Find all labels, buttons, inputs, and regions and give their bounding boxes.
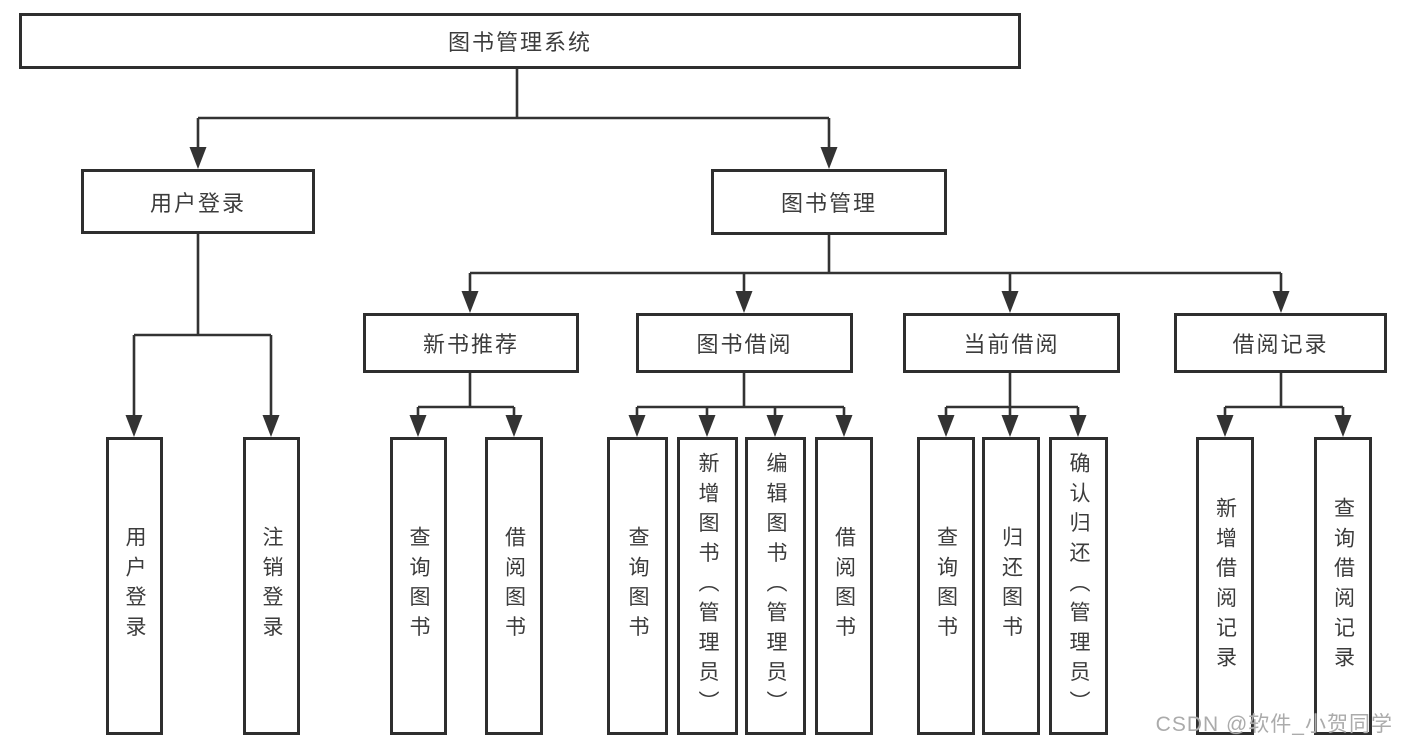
- leaf-query-books-recommend: 查询图书: [390, 437, 447, 735]
- node-book-borrow-label: 图书借阅: [696, 332, 793, 357]
- node-user-login: 用户登录: [81, 169, 315, 234]
- node-book-management: 图书管理: [711, 169, 947, 235]
- node-new-book-recommend: 新书推荐: [363, 313, 579, 373]
- node-user-login-label: 用户登录: [149, 190, 246, 216]
- leaf-return-books: 归还图书: [982, 437, 1040, 735]
- node-borrow-records: 借阅记录: [1174, 313, 1387, 373]
- leaf-query-books-borrow-label: 查询图书: [626, 526, 649, 646]
- leaf-borrow-books-recommend-label: 借阅图书: [502, 526, 526, 646]
- leaf-borrow-books-recommend: 借阅图书: [485, 437, 543, 735]
- node-root: 图书管理系统: [19, 13, 1021, 69]
- node-current-borrow-label: 当前借阅: [963, 332, 1060, 357]
- leaf-borrow-books-label: 借阅图书: [832, 526, 856, 646]
- arrowheads: [125, 147, 1352, 437]
- leaf-logout-label: 注销登录: [260, 526, 283, 646]
- leaf-confirm-return-admin: 确认归还（管理员）: [1049, 437, 1108, 735]
- leaf-logout: 注销登录: [243, 437, 300, 735]
- leaf-query-books-borrow: 查询图书: [607, 437, 668, 735]
- leaf-add-borrow-record: 新增借阅记录: [1196, 437, 1254, 735]
- leaf-user-login-label: 用户登录: [123, 526, 146, 646]
- leaf-query-borrow-record-label: 查询借阅记录: [1331, 496, 1355, 676]
- leaf-user-login: 用户登录: [106, 437, 163, 735]
- leaf-edit-books-admin-label: 编辑图书（管理员）: [764, 451, 787, 721]
- node-new-book-recommend-label: 新书推荐: [422, 332, 519, 357]
- leaf-query-books-recommend-label: 查询图书: [407, 526, 430, 646]
- leaf-edit-books-admin: 编辑图书（管理员）: [745, 437, 806, 735]
- leaf-return-books-label: 归还图书: [999, 526, 1023, 646]
- leaf-add-borrow-record-label: 新增借阅记录: [1213, 496, 1237, 676]
- node-book-management-label: 图书管理: [780, 191, 877, 216]
- leaf-add-books-admin: 新增图书（管理员）: [677, 437, 738, 735]
- leaf-confirm-return-admin-label: 确认归还（管理员）: [1067, 451, 1090, 721]
- leaf-query-books-current: 查询图书: [917, 437, 975, 735]
- node-book-borrow: 图书借阅: [636, 313, 853, 373]
- leaf-borrow-books: 借阅图书: [815, 437, 873, 735]
- leaf-query-borrow-record: 查询借阅记录: [1314, 437, 1372, 735]
- leaf-query-books-current-label: 查询图书: [934, 526, 958, 646]
- csdn-watermark: CSDN @软件_小贺同学: [1155, 713, 1393, 736]
- leaf-add-books-admin-label: 新增图书（管理员）: [696, 451, 719, 721]
- node-current-borrow: 当前借阅: [903, 313, 1120, 373]
- node-root-label: 图书管理系统: [447, 30, 592, 55]
- node-borrow-records-label: 借阅记录: [1232, 332, 1329, 357]
